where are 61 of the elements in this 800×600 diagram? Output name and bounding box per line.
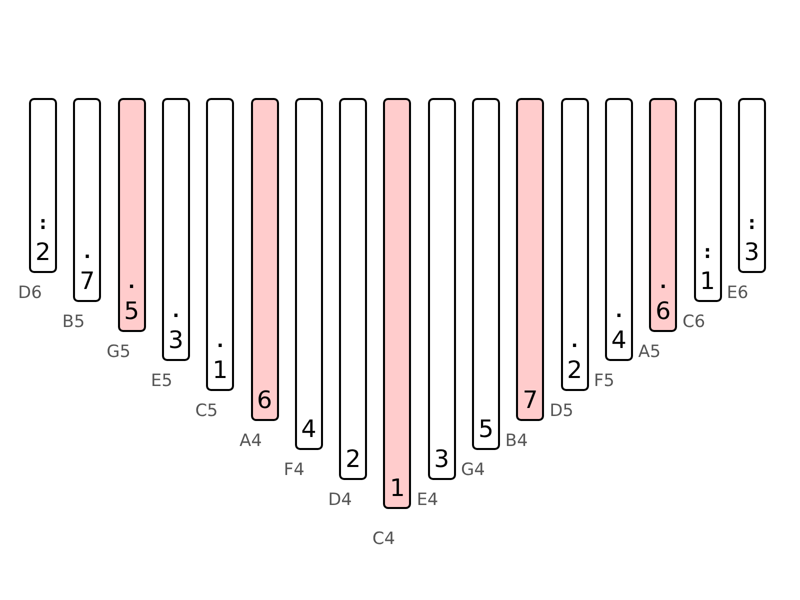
- note-number: 3: [743, 241, 760, 263]
- kalimba-tine: [118, 98, 146, 332]
- octave-dot: .: [127, 276, 136, 290]
- note-number: 5: [477, 418, 495, 440]
- note-number: 2: [344, 448, 362, 470]
- kalimba-tine: [294, 98, 323, 450]
- kalimba-tine: [428, 98, 456, 480]
- kalimba-tine: [162, 98, 190, 361]
- note-number: 7: [522, 389, 539, 411]
- note-number: 6: [256, 389, 274, 411]
- kalimba-tine: [649, 98, 678, 332]
- note-name: G4: [461, 460, 485, 480]
- octave-dot: :: [702, 246, 712, 260]
- octave-dot: .: [570, 335, 580, 349]
- note-number: 1: [698, 270, 716, 292]
- kalimba-tine: [738, 98, 766, 273]
- note-name: E5: [150, 371, 172, 391]
- note-number: 4: [610, 329, 628, 351]
- octave-dot: .: [216, 335, 225, 349]
- note-name: G5: [106, 342, 131, 362]
- note-name: D6: [18, 283, 42, 303]
- note-name: B4: [505, 431, 528, 451]
- kalimba-tine: [206, 98, 234, 391]
- octave-dot: .: [171, 305, 180, 319]
- note-number: 6: [654, 300, 672, 322]
- note-number: 2: [566, 359, 584, 381]
- octave-dot: .: [614, 305, 624, 319]
- note-number: 7: [78, 270, 96, 292]
- kalimba-tine: [73, 98, 102, 302]
- note-name: A5: [638, 342, 661, 362]
- kalimba-tine: [472, 98, 500, 450]
- note-number: 2: [34, 241, 52, 263]
- kalimba-tine: [604, 98, 633, 361]
- octave-dot: .: [82, 246, 92, 260]
- note-number: 1: [212, 359, 229, 381]
- note-name: F4: [284, 460, 304, 480]
- note-name: A4: [240, 431, 262, 451]
- kalimba-tine: [250, 98, 278, 421]
- octave-dot: :: [38, 217, 48, 231]
- note-name: D4: [328, 490, 352, 510]
- note-number: 5: [122, 300, 140, 322]
- kalimba-tine: [29, 98, 57, 273]
- kalimba-tine: [694, 98, 722, 302]
- kalimba-tine: [383, 98, 412, 509]
- note-number: 1: [388, 477, 406, 499]
- note-name: D5: [550, 401, 574, 421]
- note-number: 4: [300, 418, 318, 440]
- kalimba-tine: [560, 98, 589, 391]
- note-name: E6: [726, 283, 748, 303]
- note-name: C5: [195, 401, 218, 421]
- note-number: 3: [433, 448, 450, 470]
- octave-dot: :: [747, 217, 756, 231]
- note-name: E4: [416, 490, 438, 510]
- note-name: C4: [372, 529, 396, 549]
- kalimba-tine: [516, 98, 544, 421]
- octave-dot: .: [658, 276, 668, 290]
- note-name: F5: [594, 371, 614, 391]
- note-name: B5: [62, 312, 85, 332]
- note-name: C6: [682, 312, 706, 332]
- kalimba-tine: [339, 98, 368, 480]
- note-number: 3: [167, 329, 185, 351]
